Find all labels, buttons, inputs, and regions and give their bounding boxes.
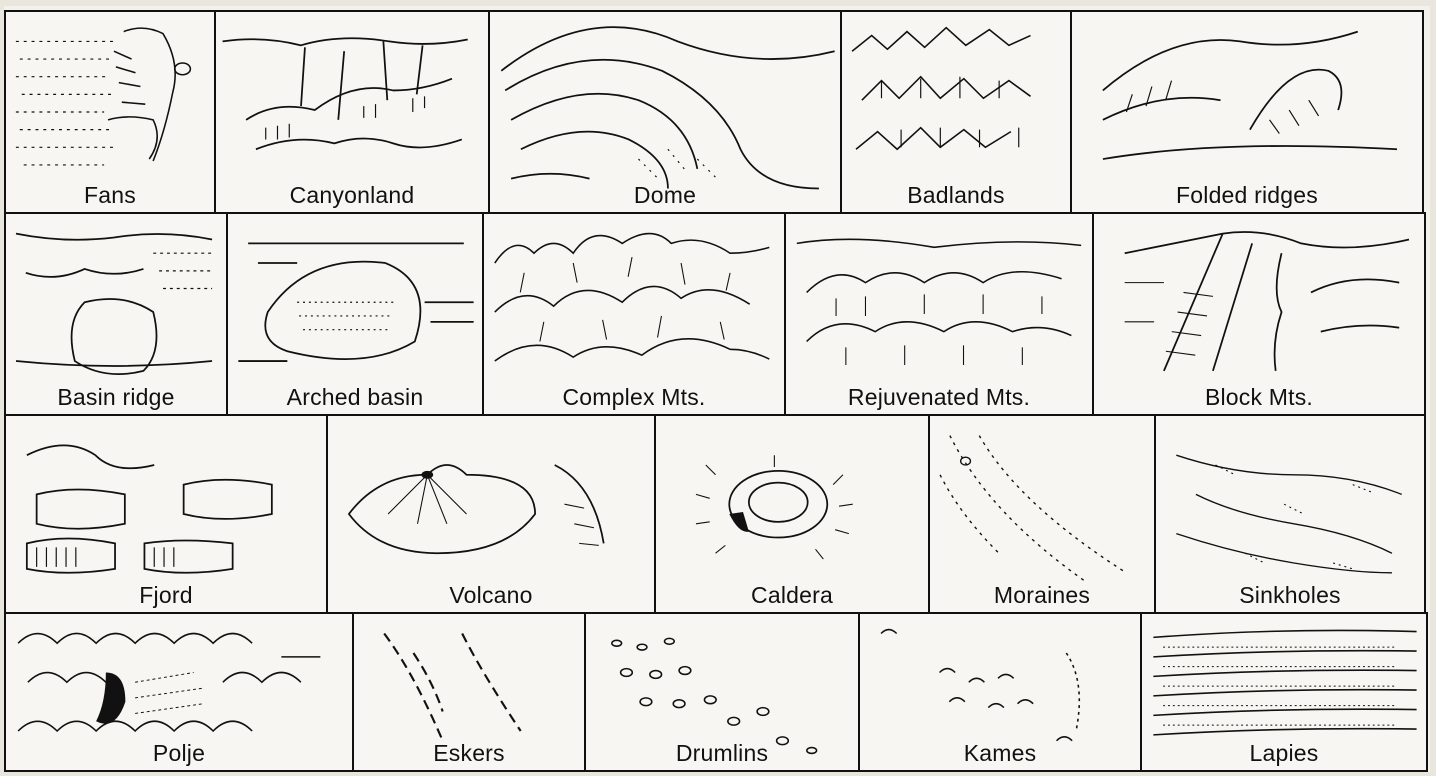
landform-label: Basin ridge	[6, 384, 226, 411]
landform-row-1: Fans Canyonland	[4, 10, 1430, 214]
panel-fans: Fans	[4, 10, 216, 214]
panel-volcano: Volcano	[326, 414, 656, 614]
panel-arched-basin: Arched basin	[226, 212, 484, 416]
landform-label: Moraines	[930, 582, 1154, 609]
landform-label: Polje	[6, 740, 352, 767]
landform-label: Rejuvenated Mts.	[786, 384, 1092, 411]
landform-row-3: Fjord Volcano	[4, 414, 1430, 614]
panel-kames: Kames	[858, 612, 1142, 772]
panel-rejuvenated-mts: Rejuvenated Mts.	[784, 212, 1094, 416]
panel-canyonland: Canyonland	[214, 10, 490, 214]
landform-row-4: Polje Eskers Dru	[4, 612, 1430, 772]
landform-label: Canyonland	[216, 182, 488, 209]
panel-fjord: Fjord	[4, 414, 328, 614]
landform-label: Arched basin	[228, 384, 482, 411]
panel-eskers: Eskers	[352, 612, 586, 772]
landform-label: Folded ridges	[1072, 182, 1422, 209]
landform-label: Sinkholes	[1156, 582, 1424, 609]
panel-polje: Polje	[4, 612, 354, 772]
landform-label: Kames	[860, 740, 1140, 767]
panel-folded-ridges: Folded ridges	[1070, 10, 1424, 214]
panel-complex-mts: Complex Mts.	[482, 212, 786, 416]
panel-block-mts: Block Mts.	[1092, 212, 1426, 416]
panel-dome: Dome	[488, 10, 842, 214]
panel-badlands: Badlands	[840, 10, 1072, 214]
landform-label: Fans	[6, 182, 214, 209]
landform-label: Complex Mts.	[484, 384, 784, 411]
landform-label: Drumlins	[586, 740, 858, 767]
landform-label: Lapies	[1142, 740, 1426, 767]
panel-sinkholes: Sinkholes	[1154, 414, 1426, 614]
landform-sketch-sheet: Fans Canyonland	[4, 6, 1430, 772]
panel-caldera: Caldera	[654, 414, 930, 614]
landform-label: Eskers	[354, 740, 584, 767]
landform-label: Caldera	[656, 582, 928, 609]
panel-lapies: Lapies	[1140, 612, 1428, 772]
landform-row-2: Basin ridge Arched basin	[4, 212, 1430, 416]
landform-label: Block Mts.	[1094, 384, 1424, 411]
landform-label: Fjord	[6, 582, 326, 609]
landform-label: Volcano	[328, 582, 654, 609]
panel-basin-ridge: Basin ridge	[4, 212, 228, 416]
panel-moraines: Moraines	[928, 414, 1156, 614]
panel-drumlins: Drumlins	[584, 612, 860, 772]
landform-label: Badlands	[842, 182, 1070, 209]
landform-label: Dome	[490, 182, 840, 209]
